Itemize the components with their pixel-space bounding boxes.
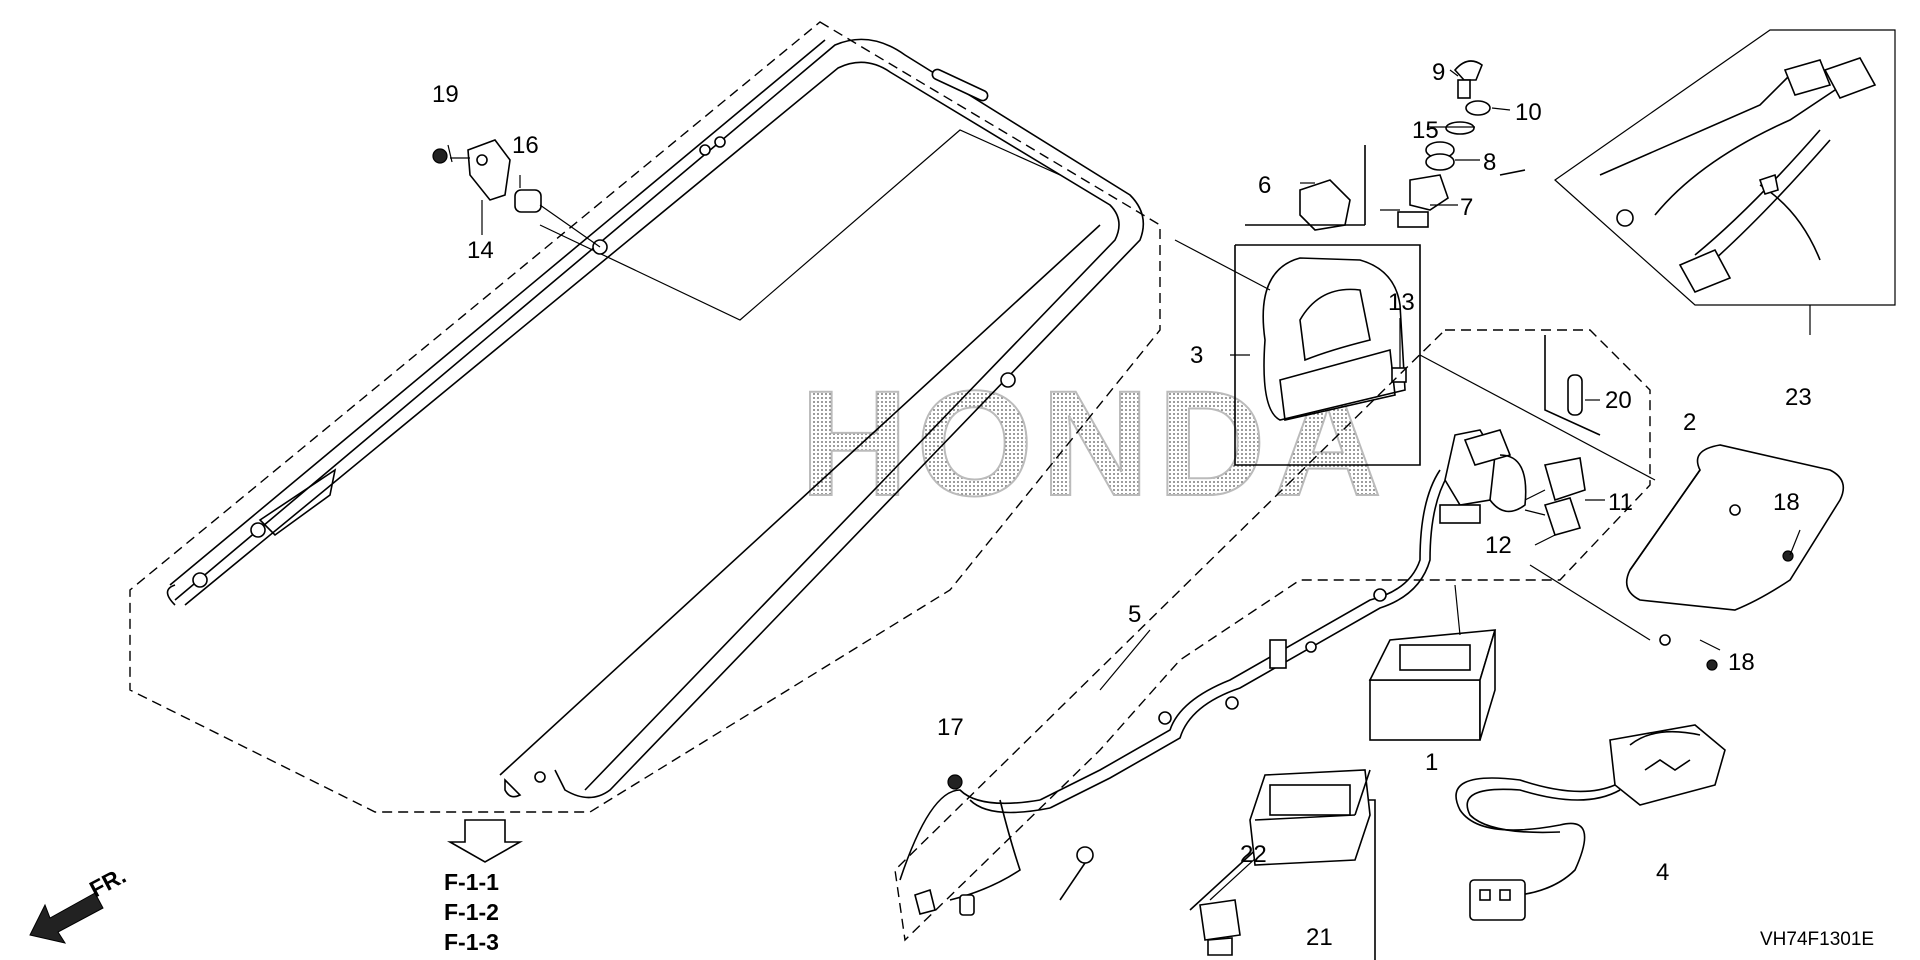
callout-14: 14 [467,237,494,264]
callout-15: 15 [1412,117,1439,144]
reference-label-1: F-1-1 [444,869,499,895]
callout-6: 6 [1258,172,1271,199]
callout-12: 12 [1485,532,1512,559]
callout-18a: 18 [1773,489,1800,516]
callout-22: 22 [1240,841,1267,868]
callout-20: 20 [1605,387,1632,414]
battery-kit-21 [1189,769,1376,960]
callout-13: 13 [1388,289,1415,316]
reference-arrow-icon [446,819,524,863]
key-switch-group [1245,60,1491,231]
charger-4 [1455,724,1726,921]
callout-11: 11 [1608,489,1633,516]
callout-19: 19 [432,81,459,108]
clip-assembly [432,139,601,248]
callout-10: 10 [1515,99,1542,126]
callout-23: 23 [1785,384,1812,411]
wire-harness-5 [894,329,1651,942]
callout-3: 3 [1190,342,1203,369]
callout-7: 7 [1460,194,1473,221]
battery-1 [1368,584,1497,741]
fuse-20-group [1544,335,1601,436]
front-direction-arrow-icon [29,892,104,944]
callout-21: 21 [1306,924,1333,951]
callout-16: 16 [512,132,539,159]
callout-2: 2 [1683,409,1696,436]
callout-4: 4 [1656,859,1669,886]
callout-8: 8 [1483,149,1496,176]
reference-label-3: F-1-3 [444,929,499,955]
callout-9: 9 [1432,59,1445,86]
callout-5: 5 [1128,601,1141,628]
cover-2 [1419,354,1845,671]
harness-kit-23 [1499,29,1896,335]
control-box-assembly [1174,239,1421,466]
leader-lines [447,69,1801,691]
reference-label-2: F-1-2 [444,899,499,925]
callout-17: 17 [937,714,964,741]
callout-1: 1 [1425,749,1438,776]
diagram-code: VH74F1301E [1760,929,1874,950]
callout-18b: 18 [1728,649,1755,676]
handle-assembly [129,21,1161,813]
